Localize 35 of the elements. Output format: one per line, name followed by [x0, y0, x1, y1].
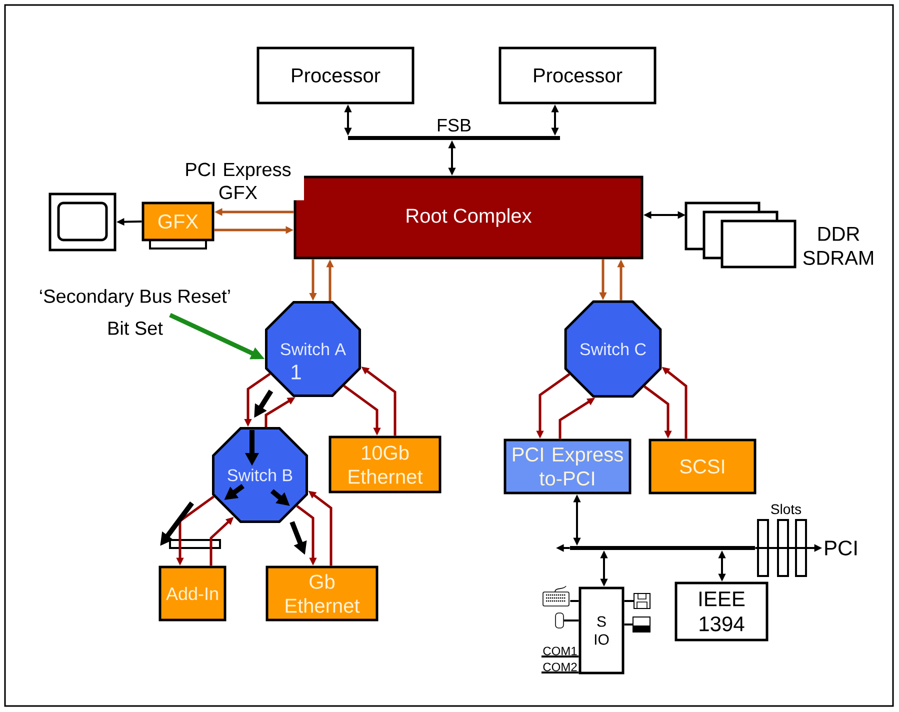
front-side-bus: FSB — [348, 118, 560, 140]
monitor-drawing — [48, 192, 116, 252]
node-label: DDR SDRAM — [803, 227, 873, 265]
switch-octagon: Switch B — [212, 427, 308, 524]
connector-line — [624, 624, 632, 626]
controller-box: IEEE 1394 — [674, 582, 768, 642]
processor-box: Processor — [256, 46, 414, 104]
connector-line — [541, 671, 579, 674]
printer-icon — [632, 616, 650, 632]
connector-line — [541, 655, 579, 658]
port-label: COM1 — [543, 646, 577, 656]
switch-octagon: Switch A 1 — [265, 301, 362, 398]
switch-octagon: Switch C — [564, 300, 662, 398]
bus-label: PCI — [825, 540, 857, 556]
slots-label: Slots — [771, 504, 802, 514]
floppy-disk-icon — [634, 593, 650, 609]
keyboard-icon — [542, 586, 570, 606]
connector-line — [624, 600, 634, 602]
mouse-icon — [555, 612, 564, 628]
graphics-card-box: GFX — [142, 202, 214, 250]
connector-line — [564, 620, 579, 622]
device-box: Add-In — [158, 566, 226, 622]
node-label: FSB — [438, 118, 471, 132]
memory-modules: DDR SDRAM — [684, 202, 873, 268]
bridge-box: PCI Express to-PCI — [504, 438, 632, 494]
edge-label: PCI Express GFX — [172, 162, 304, 200]
annotation-text: ‘Secondary Bus Reset’ Bit Set — [40, 289, 230, 335]
device-box: 10Gb Ethernet — [328, 436, 442, 494]
port-label: COM2 — [543, 662, 577, 672]
connector-line — [570, 600, 579, 602]
device-box: SCSI — [648, 438, 756, 494]
device-box: Gb Ethernet — [266, 566, 378, 622]
super-io-box: S IO — [578, 586, 624, 674]
root-complex-box: Root Complex — [294, 176, 644, 260]
processor-box: Processor — [498, 46, 656, 104]
